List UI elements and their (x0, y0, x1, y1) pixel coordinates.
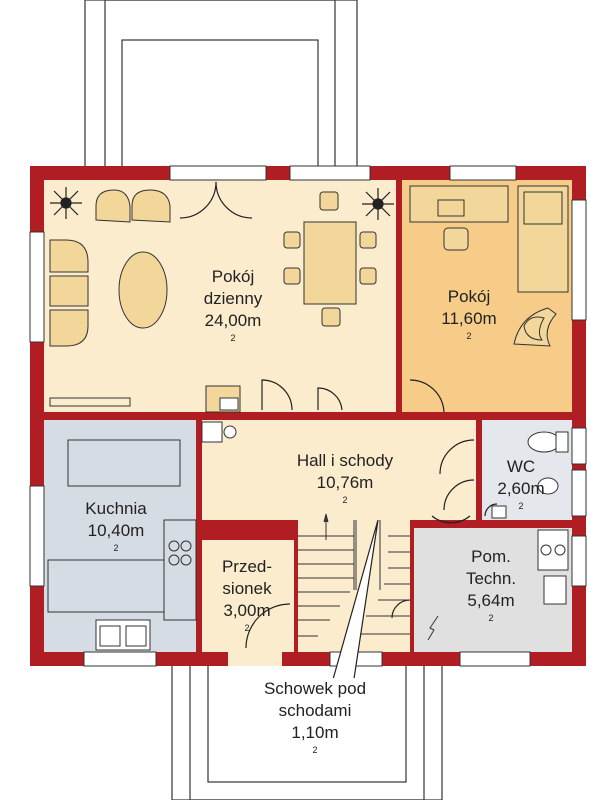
vestibule-name: Przed- (221, 557, 273, 576)
kitchen-unit-exp: 2 (113, 543, 119, 553)
hall-area: 10,76m (316, 473, 374, 492)
windows (29, 165, 587, 667)
lamp-icon (50, 187, 394, 220)
wc-furniture (491, 431, 569, 519)
living-room-label: Pokój dzienny 24,00m 2 (168, 266, 298, 354)
technical-room-area: 5,64m (467, 591, 515, 610)
terrace-top (84, 0, 358, 173)
living-room-unit-exp: 2 (230, 333, 236, 343)
storage-name: Schowek pod (263, 679, 367, 698)
room-name: Pokój (447, 287, 491, 306)
technical-equipment (427, 529, 569, 641)
hall-floor (202, 420, 476, 520)
technical-room-label: Pom. Techn. 5,64m 2 (436, 546, 546, 634)
kitchen-label: Kuchnia 10,40m 2 (56, 498, 176, 564)
kitchen-name: Kuchnia (85, 499, 147, 518)
technical-room-unit-exp: 2 (488, 613, 494, 623)
room-area: 11,60m (441, 309, 497, 328)
living-furniture (49, 189, 377, 413)
wc-name: WC (506, 457, 536, 476)
living-room-name: Pokój (211, 267, 255, 286)
technical-room-name-2: Techn. (465, 569, 517, 588)
vestibule-name-2: sionek (222, 579, 272, 598)
vestibule-label: Przed- sionek 3,00m 2 (204, 556, 290, 644)
vestibule-unit-exp: 2 (244, 623, 250, 633)
staircase (298, 513, 410, 637)
hall-name: Hall i schody (296, 451, 394, 470)
wc-area: 2,60m (497, 479, 545, 498)
living-room-area: 24,00m (204, 311, 262, 330)
living-room-name-2: dzienny (203, 289, 263, 308)
kitchen-furniture (47, 421, 237, 651)
hall-label: Hall i schody 10,76m 2 (270, 450, 420, 516)
doors (179, 181, 498, 649)
vestibule-area: 3,00m (223, 601, 271, 620)
entrance-opening (228, 652, 282, 666)
storage-label: Schowek pod schodami 1,10m 2 (232, 678, 398, 766)
storage-unit-exp: 2 (312, 745, 318, 755)
interior-walls (44, 180, 572, 652)
room-furniture (409, 185, 569, 347)
wc-unit-exp: 2 (518, 501, 524, 511)
technical-room-name: Pom. (471, 547, 511, 566)
room-unit-exp: 2 (466, 331, 472, 341)
storage-name-2: schodami (278, 701, 352, 720)
room-label: Pokój 11,60m 2 (414, 286, 524, 352)
kitchen-area: 10,40m (87, 521, 145, 540)
storage-area: 1,10m (291, 723, 339, 742)
hall-unit-exp: 2 (342, 495, 348, 505)
wc-label: WC 2,60m 2 (478, 456, 564, 522)
